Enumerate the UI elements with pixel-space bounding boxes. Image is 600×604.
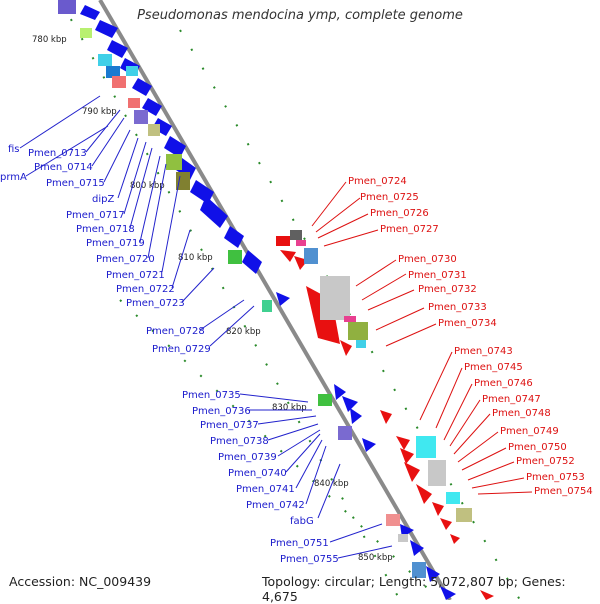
label-pmen-0731: Pmen_0731 [408, 270, 467, 281]
label-pmen-0736: Pmen_0736 [192, 406, 251, 417]
label-prma: prmA [0, 172, 27, 183]
label-pmen-0721: Pmen_0721 [106, 270, 165, 281]
label-pmen-0714: Pmen_0714 [34, 162, 93, 173]
label-pmen-0730: Pmen_0730 [398, 254, 457, 265]
label-pmen-0727: Pmen_0727 [380, 224, 439, 235]
label-pmen-0745: Pmen_0745 [464, 362, 523, 373]
label-pmen-0724: Pmen_0724 [348, 176, 407, 187]
tick-790: 790 kbp [82, 107, 117, 117]
label-pmen-0748: Pmen_0748 [492, 408, 551, 419]
label-pmen-0751: Pmen_0751 [270, 538, 329, 549]
label-pmen-0741: Pmen_0741 [236, 484, 295, 495]
label-pmen-0732: Pmen_0732 [418, 284, 477, 295]
cog-blocks [58, 0, 472, 578]
label-pmen-0750: Pmen_0750 [508, 442, 567, 453]
label-pmen-0723: Pmen_0723 [126, 298, 185, 309]
label-pmen-0715: Pmen_0715 [46, 178, 105, 189]
label-pmen-0752: Pmen_0752 [516, 456, 575, 467]
label-pmen-0733: Pmen_0733 [428, 302, 487, 313]
label-dipz: dipZ [92, 194, 114, 205]
label-pmen-0728: Pmen_0728 [146, 326, 205, 337]
left-gene-labels: fis Pmen_0713 Pmen_0714 prmA Pmen_0715 d… [0, 144, 339, 565]
left-leaders [19, 95, 393, 559]
label-pmen-0726: Pmen_0726 [370, 208, 429, 219]
label-pmen-0713: Pmen_0713 [28, 148, 87, 159]
accession-text: Accession: NC_009439 [9, 574, 152, 589]
label-pmen-0754: Pmen_0754 [534, 486, 593, 497]
label-fabg: fabG [290, 516, 314, 527]
label-fis: fis [8, 144, 20, 155]
label-pmen-0738: Pmen_0738 [210, 436, 269, 447]
map-title: Pseudomonas mendocina ymp, complete geno… [137, 8, 463, 23]
label-pmen-0743: Pmen_0743 [454, 346, 513, 357]
label-pmen-0737: Pmen_0737 [200, 420, 259, 431]
tick-850: 850 kbp [358, 553, 393, 563]
label-pmen-0735: Pmen_0735 [182, 390, 241, 401]
label-pmen-0718: Pmen_0718 [76, 224, 135, 235]
label-pmen-0722: Pmen_0722 [116, 284, 175, 295]
label-pmen-0739: Pmen_0739 [218, 452, 277, 463]
label-pmen-0742: Pmen_0742 [246, 500, 305, 511]
right-gene-labels: Pmen_0724 Pmen_0725 Pmen_0726 Pmen_0727 … [348, 176, 593, 497]
label-pmen-0734: Pmen_0734 [438, 318, 497, 329]
label-pmen-0740: Pmen_0740 [228, 468, 287, 479]
tick-830: 830 kbp [272, 403, 307, 413]
label-pmen-0753: Pmen_0753 [526, 472, 585, 483]
label-pmen-0725: Pmen_0725 [360, 192, 419, 203]
tick-820: 820 kbp [226, 327, 261, 337]
tick-810: 810 kbp [178, 253, 213, 263]
forward-genes [80, 5, 456, 600]
label-pmen-0749: Pmen_0749 [500, 426, 559, 437]
label-pmen-0719: Pmen_0719 [86, 238, 145, 249]
tick-800: 800 kbp [130, 181, 165, 191]
genome-backbone [98, 0, 452, 600]
label-pmen-0747: Pmen_0747 [482, 394, 541, 405]
label-pmen-0720: Pmen_0720 [96, 254, 155, 265]
right-leaders [311, 181, 533, 495]
label-pmen-0717: Pmen_0717 [66, 210, 125, 221]
label-pmen-0755: Pmen_0755 [280, 554, 339, 565]
label-pmen-0729: Pmen_0729 [152, 344, 211, 355]
tick-780: 780 kbp [32, 35, 67, 45]
label-pmen-0746: Pmen_0746 [474, 378, 533, 389]
